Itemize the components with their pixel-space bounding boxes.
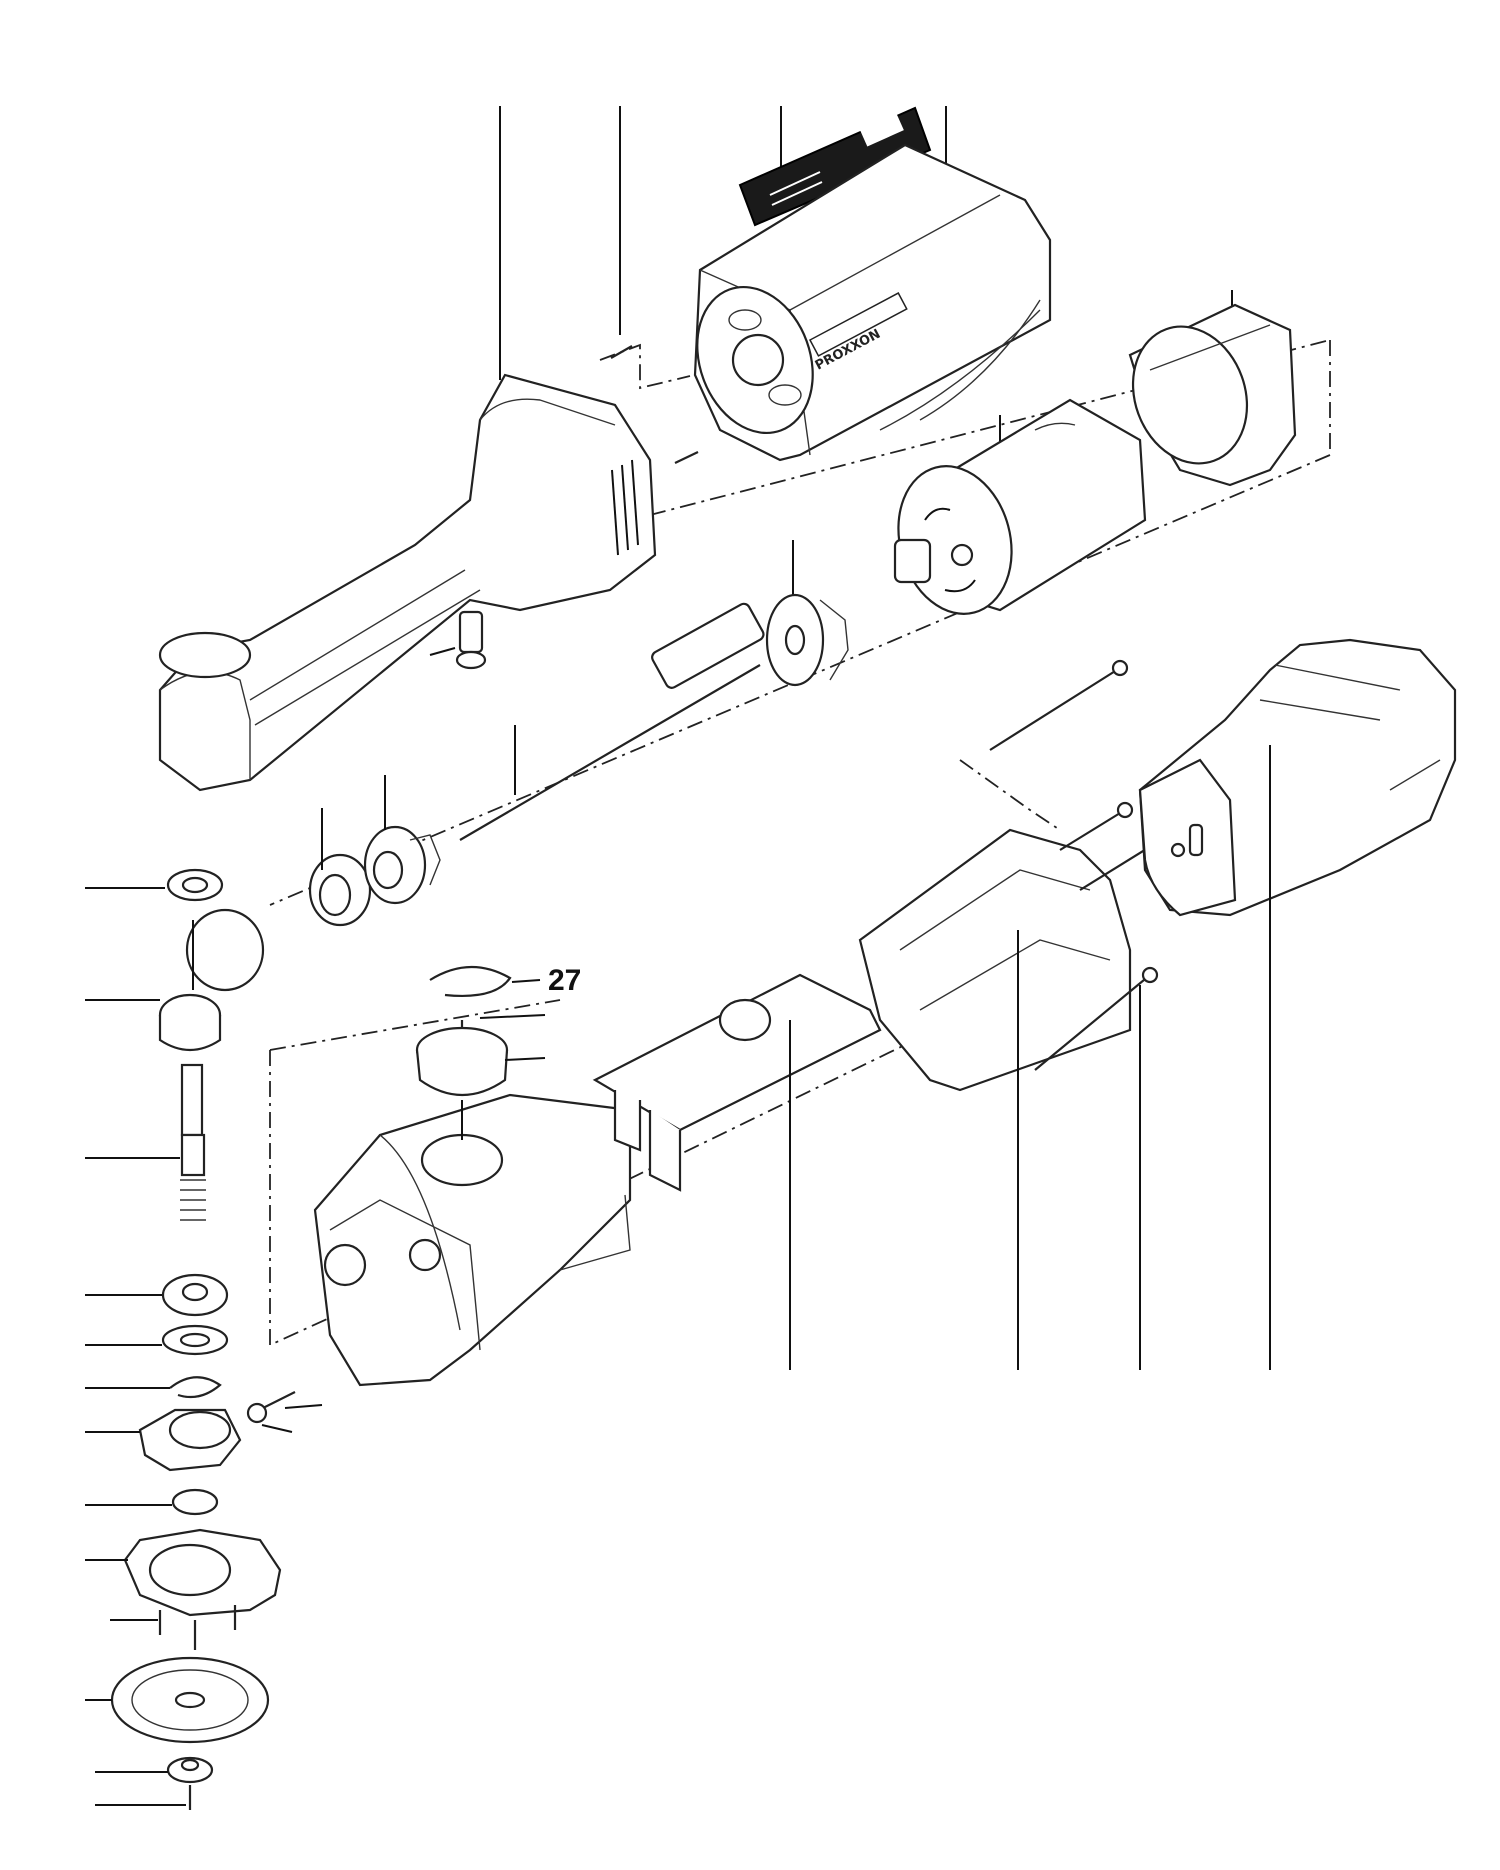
motor-housing-top: PROXXON: [693, 143, 1052, 462]
gear-housing-arm: [158, 373, 657, 792]
arm-bushing: [429, 610, 487, 670]
bevel-gear-large: [765, 593, 849, 687]
threaded-coupling: [363, 775, 441, 905]
motor: [893, 398, 1147, 615]
gear-head-housing: [313, 1093, 632, 1387]
knob-cap-assembly: [415, 965, 546, 1140]
shaft-bearing: [308, 808, 372, 927]
nameplate: [738, 106, 932, 227]
long-screws: [989, 659, 1159, 1370]
circuit-board: [592, 973, 882, 1370]
brush-holder-frame: [858, 828, 1132, 1370]
drive-shaft: [459, 602, 765, 841]
rear-housing: [1138, 638, 1457, 1370]
left-column-parts: [110, 868, 296, 1810]
leader-lines-left: [85, 887, 323, 1806]
callout-label-27: 27: [548, 964, 581, 997]
motor-bracket-ring: [1128, 303, 1297, 487]
housing-screws: [610, 345, 699, 464]
